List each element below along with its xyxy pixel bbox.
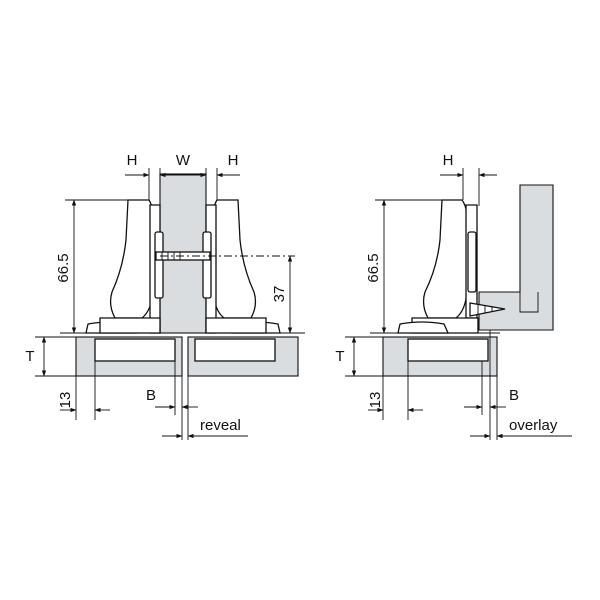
left-screw-dim: 37 xyxy=(271,286,288,303)
left-t-dim: T xyxy=(25,348,34,365)
reveal-label: reveal xyxy=(200,417,241,434)
cup-flange xyxy=(397,321,450,334)
left-figure: 66.5 37 H W H T 13 B xyxy=(25,152,305,440)
left-h-dim: H xyxy=(127,152,138,169)
door-screw xyxy=(469,302,506,317)
left-b-dim: B xyxy=(146,387,156,404)
left-mount-block xyxy=(154,231,164,299)
right-height-dim: 66.5 xyxy=(365,253,382,282)
right-figure: 66.5 H T 13 B overlay xyxy=(335,152,572,440)
left-base xyxy=(99,317,161,334)
right-h-dim-2: H xyxy=(443,152,454,169)
right-base xyxy=(205,317,267,334)
hinge-arm xyxy=(422,199,468,319)
left-13-dim: 13 xyxy=(57,392,74,409)
w-dim: W xyxy=(176,152,191,169)
right-mount-block xyxy=(202,231,212,299)
mount-block xyxy=(467,231,477,293)
door-inner-edge xyxy=(519,292,539,313)
left-height-dim: 66.5 xyxy=(55,253,72,282)
right-t-dim: T xyxy=(335,348,344,365)
left-cup-hole xyxy=(94,338,176,362)
right-13-dim: 13 xyxy=(367,392,384,409)
right-cup-hole xyxy=(194,338,276,362)
overlay-label: overlay xyxy=(509,417,558,434)
door-screw-thread xyxy=(477,304,493,314)
right-h-dim: H xyxy=(228,152,239,169)
right-b-dim: B xyxy=(509,387,519,404)
cup-hole xyxy=(407,338,489,362)
left-hinge-arm xyxy=(109,199,154,319)
right-hinge-arm xyxy=(212,199,257,319)
